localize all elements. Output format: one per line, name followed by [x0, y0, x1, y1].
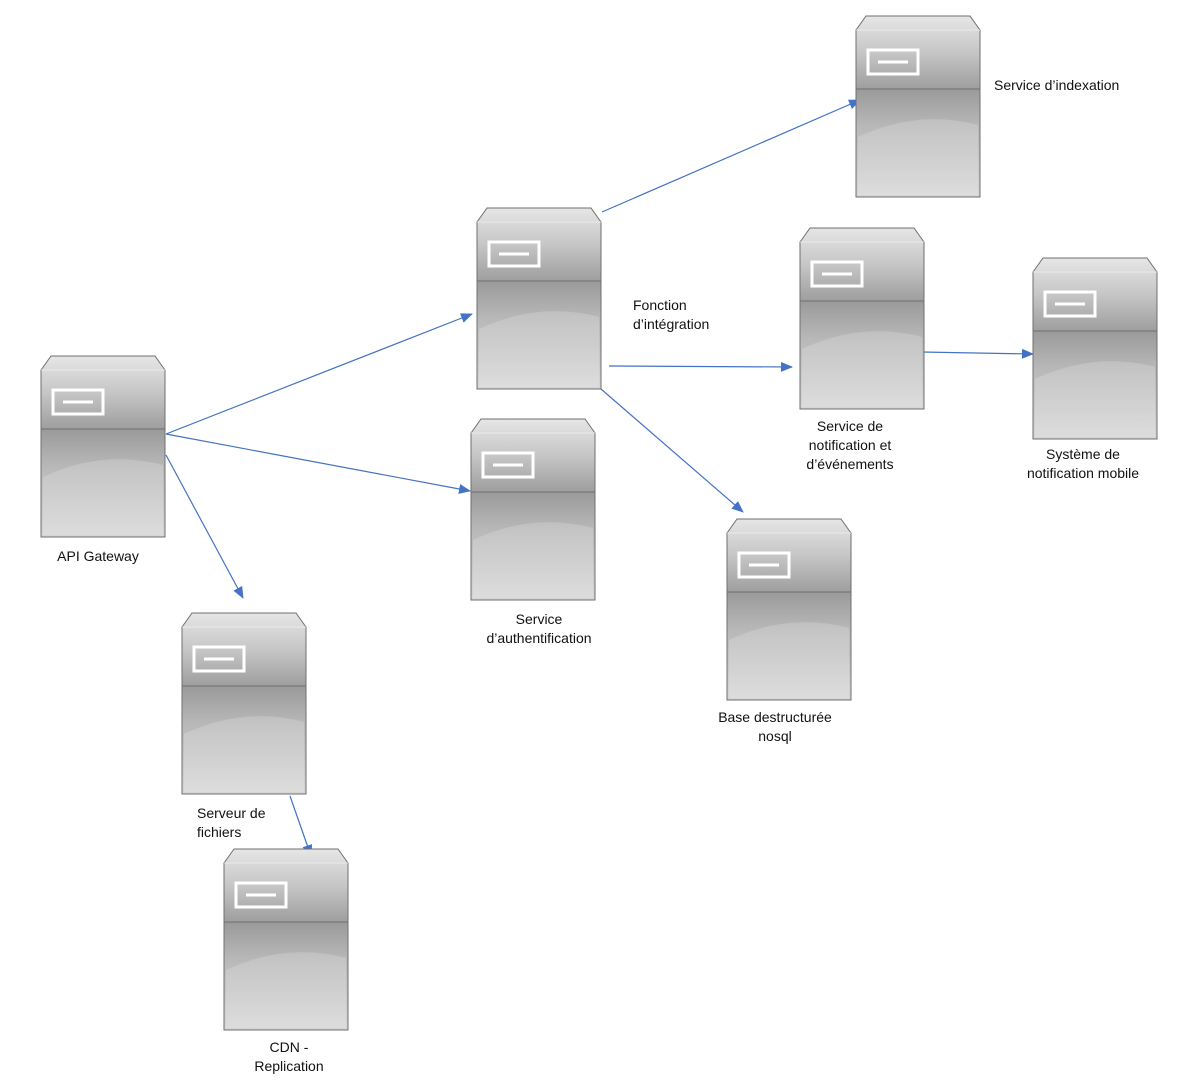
server-label-line: Fonction — [633, 297, 687, 313]
server-node-mobile — [1032, 257, 1158, 440]
server-icon — [799, 227, 925, 410]
arrow-integration-to-nosql — [600, 388, 744, 513]
arrow-notification-to-mobile — [920, 348, 1034, 359]
arrow-files-to-cdn — [289, 795, 313, 857]
server-icon — [223, 848, 349, 1031]
arrow-gateway-to-files — [165, 454, 244, 599]
server-label-line: d’authentification — [486, 630, 591, 646]
server-icon — [855, 15, 981, 198]
server-label-line: Service de — [817, 418, 883, 434]
server-label-notification: Service de notification et d’événements — [806, 418, 893, 472]
server-node-auth — [470, 418, 596, 601]
server-node-integration — [476, 207, 602, 390]
server-label-line: d’événements — [806, 456, 893, 472]
server-label-line: Base destructurée — [718, 709, 832, 725]
server-icon — [1032, 257, 1158, 440]
server-label-mobile: Système de notification mobile — [1027, 446, 1139, 481]
server-label-line: Serveur de — [197, 805, 266, 821]
server-node-gateway — [40, 355, 166, 538]
connections — [165, 99, 1034, 857]
server-label-gateway: API Gateway — [57, 548, 139, 564]
arrow-integration-to-notification — [608, 361, 793, 372]
server-label-line: Système de — [1046, 446, 1120, 462]
arrow-gateway-to-auth — [165, 433, 471, 494]
server-icon — [40, 355, 166, 538]
server-node-cdn — [223, 848, 349, 1031]
server-label-line: Service — [516, 611, 563, 627]
server-icon — [726, 518, 852, 701]
arrow-integration-to-indexation — [601, 99, 861, 213]
server-label-line: Replication — [254, 1058, 323, 1074]
server-node-files — [181, 612, 307, 795]
server-label-auth: Service d’authentification — [486, 611, 591, 646]
server-label-line: Service d’indexation — [994, 77, 1119, 93]
server-label-cdn: CDN - Replication — [254, 1039, 323, 1074]
server-label-line: API Gateway — [57, 548, 139, 564]
server-label-line: notification et — [809, 437, 892, 453]
server-label-line: notification mobile — [1027, 465, 1139, 481]
server-label-line: d’intégration — [633, 316, 709, 332]
server-icon — [470, 418, 596, 601]
server-label-line: nosql — [758, 728, 791, 744]
server-label-indexation: Service d’indexation — [994, 77, 1119, 93]
server-node-nosql — [726, 518, 852, 701]
server-node-notification — [799, 227, 925, 410]
server-node-indexation — [855, 15, 981, 198]
server-label-files: Serveur de fichiers — [197, 805, 266, 840]
server-label-line: CDN - — [270, 1039, 309, 1055]
server-label-integration: Fonction d’intégration — [633, 297, 709, 332]
server-icon — [181, 612, 307, 795]
server-label-line: fichiers — [197, 824, 241, 840]
arrow-gateway-to-integration — [165, 313, 473, 435]
server-icon — [476, 207, 602, 390]
server-label-nosql: Base destructurée nosql — [718, 709, 832, 744]
